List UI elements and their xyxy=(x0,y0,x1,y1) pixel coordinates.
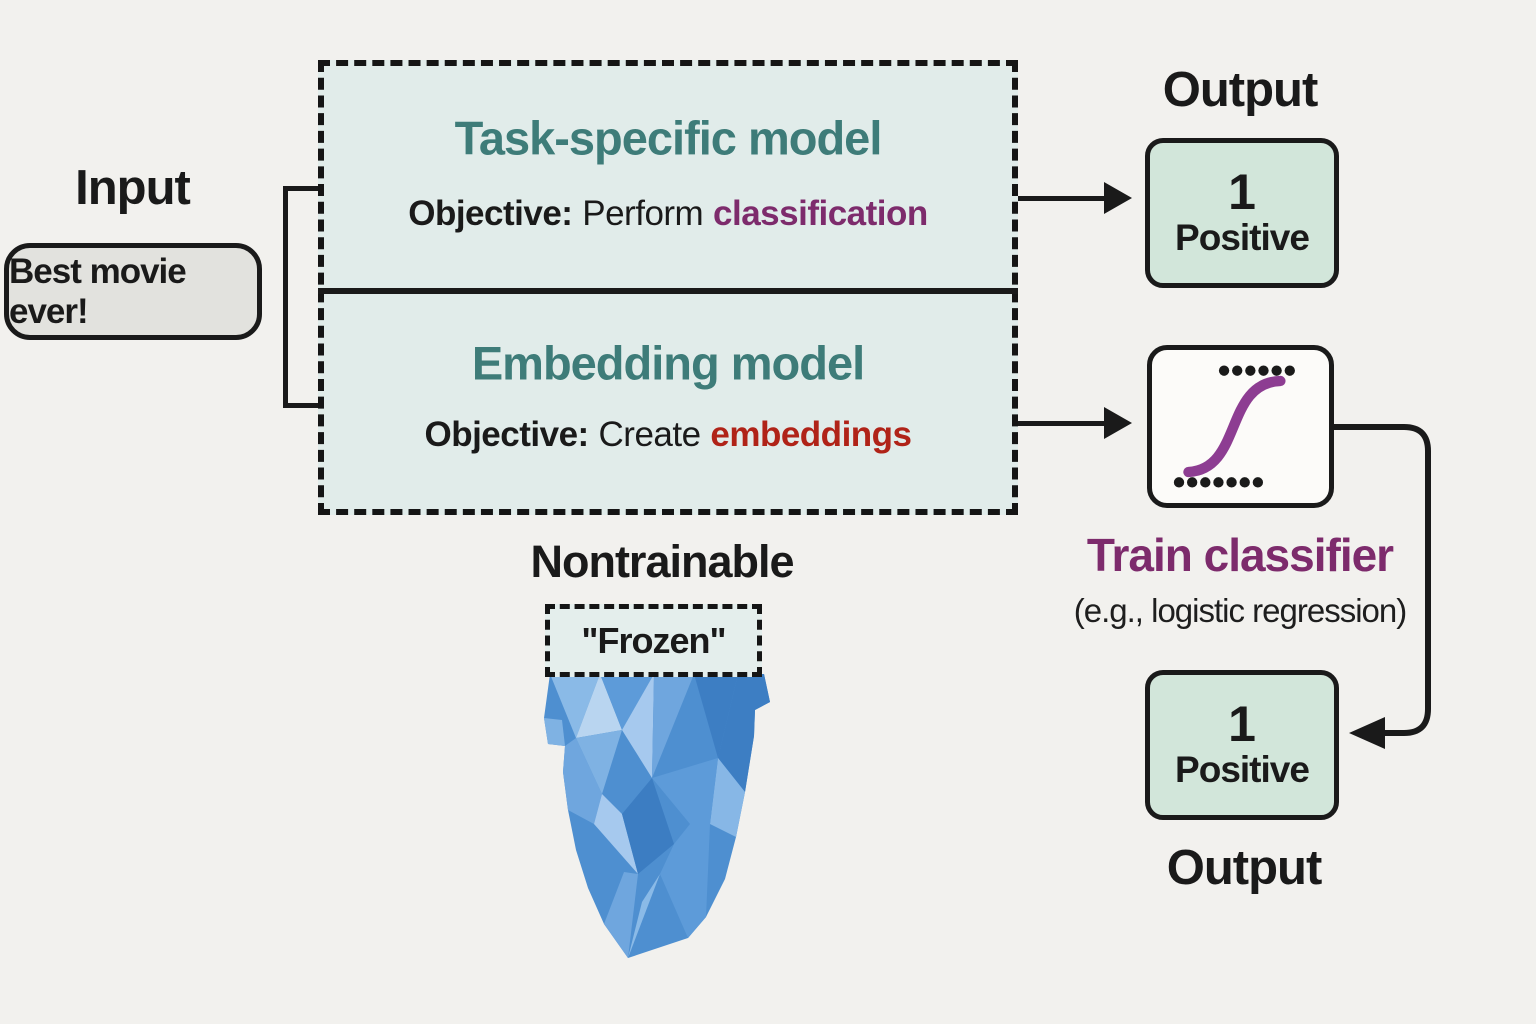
input-label: Input xyxy=(75,161,191,215)
task-model-title: Task-specific model xyxy=(454,111,883,165)
objective-text: Create xyxy=(598,415,702,454)
output-label-top: Output xyxy=(1162,63,1319,117)
objective-highlight-classification: classification xyxy=(713,194,928,233)
input-text: Best movie ever! xyxy=(9,251,187,331)
frozen-label: "Frozen" xyxy=(581,619,726,661)
nontrainable-label: Nontrainable xyxy=(530,536,794,587)
input-bracket-connector xyxy=(283,186,324,408)
arrow-embedding-to-classifier-head xyxy=(1104,407,1132,439)
output-caption-top: Positive xyxy=(1175,216,1310,258)
train-classifier-title: Train classifier xyxy=(1086,529,1394,581)
arrow-task-to-output-head xyxy=(1104,182,1132,214)
objective-label: Objective: xyxy=(424,415,589,454)
model-divider-line xyxy=(318,288,1018,294)
output-value-bottom: 1 xyxy=(1228,695,1256,752)
arrow-embedding-to-classifier-line xyxy=(1018,421,1106,426)
frozen-box: "Frozen" xyxy=(545,604,762,677)
input-text-box: Best movie ever! xyxy=(4,243,262,340)
output-label-bottom: Output xyxy=(1166,841,1323,895)
output-value-top: 1 xyxy=(1228,163,1256,220)
arrow-classifier-to-output xyxy=(1333,424,1431,749)
output-caption-bottom: Positive xyxy=(1175,748,1310,790)
train-classifier-subtitle: (e.g., logistic regression) xyxy=(1073,592,1407,629)
objective-highlight-embeddings: embeddings xyxy=(710,415,912,454)
objective-text: Perform xyxy=(582,194,704,233)
arrow-task-to-output-line xyxy=(1018,196,1106,201)
output-box-bottom: 1 Positive xyxy=(1145,670,1339,820)
embedding-model-title: Embedding model xyxy=(471,336,865,390)
output-box-top: 1 Positive xyxy=(1145,138,1339,288)
sigmoid-curve-icon xyxy=(1173,365,1295,488)
objective-label: Objective: xyxy=(408,194,573,233)
classifier-box xyxy=(1147,345,1334,508)
iceberg-icon xyxy=(544,674,770,958)
